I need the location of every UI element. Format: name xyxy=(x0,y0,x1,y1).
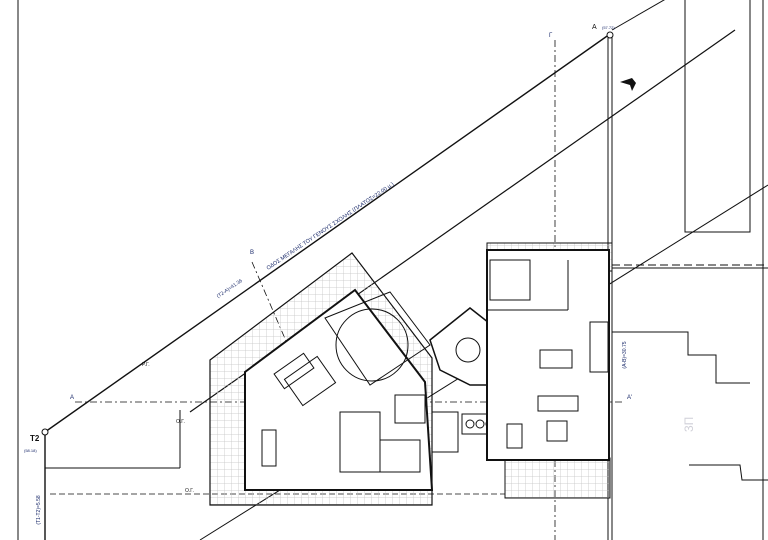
stair-right xyxy=(589,321,609,373)
pool-deck xyxy=(324,291,431,386)
bed xyxy=(489,259,531,301)
road-name: ΟΔΟΣ ΜΕΓΑΛΗΣ ΤΟΥ ΓΕΝΟΥΣ ΣΧΟΛΗΣ (ΠΛΑΤΟΣ=2… xyxy=(266,181,396,271)
point-a: A (57.72) xyxy=(592,24,615,39)
a-b-dimension: (A-B)=30.75 xyxy=(622,341,628,368)
dining-table-right xyxy=(539,349,573,369)
section-gamma: Γ xyxy=(549,33,553,39)
dining-table xyxy=(261,429,277,467)
section-a-right: A' xyxy=(627,395,632,401)
sofa-right xyxy=(537,395,579,412)
section-b: B xyxy=(250,250,254,256)
point-t2: T2 (58.18) xyxy=(24,428,49,453)
setback-label-1: Ρ.Γ. xyxy=(142,362,150,368)
stair-lower xyxy=(394,394,426,424)
north-arrow-icon xyxy=(620,78,636,91)
setback-label-3: Ο.Γ. xyxy=(185,488,194,494)
left-wing xyxy=(209,252,434,506)
setback-label-2: Ο.Γ. xyxy=(176,419,185,425)
bedroom-bed xyxy=(379,439,421,473)
coffee-table xyxy=(273,352,315,390)
sofa xyxy=(283,355,337,407)
section-a-left: A xyxy=(70,395,74,401)
right-terrace-bottom xyxy=(504,457,611,499)
right-wing-walls xyxy=(486,249,610,461)
t2-elevation: (58.18) xyxy=(24,448,37,453)
a-label: A xyxy=(592,24,597,31)
round-feature xyxy=(335,308,409,382)
right-wing xyxy=(486,242,613,499)
armchair xyxy=(506,423,523,449)
neighbour-outlines xyxy=(612,0,768,481)
coffee-table-right xyxy=(546,420,568,442)
t2-label: T2 xyxy=(30,434,40,443)
property-line xyxy=(44,33,611,433)
road-edge-extension xyxy=(611,0,666,31)
plot-watermark: 3Π xyxy=(682,417,696,432)
a-elevation: (57.72) xyxy=(602,25,615,30)
t1-t2-dimension: (T1-T2)=5.58 xyxy=(36,495,42,525)
frontage-dimension: (T2-A)=41.36 xyxy=(216,278,244,300)
